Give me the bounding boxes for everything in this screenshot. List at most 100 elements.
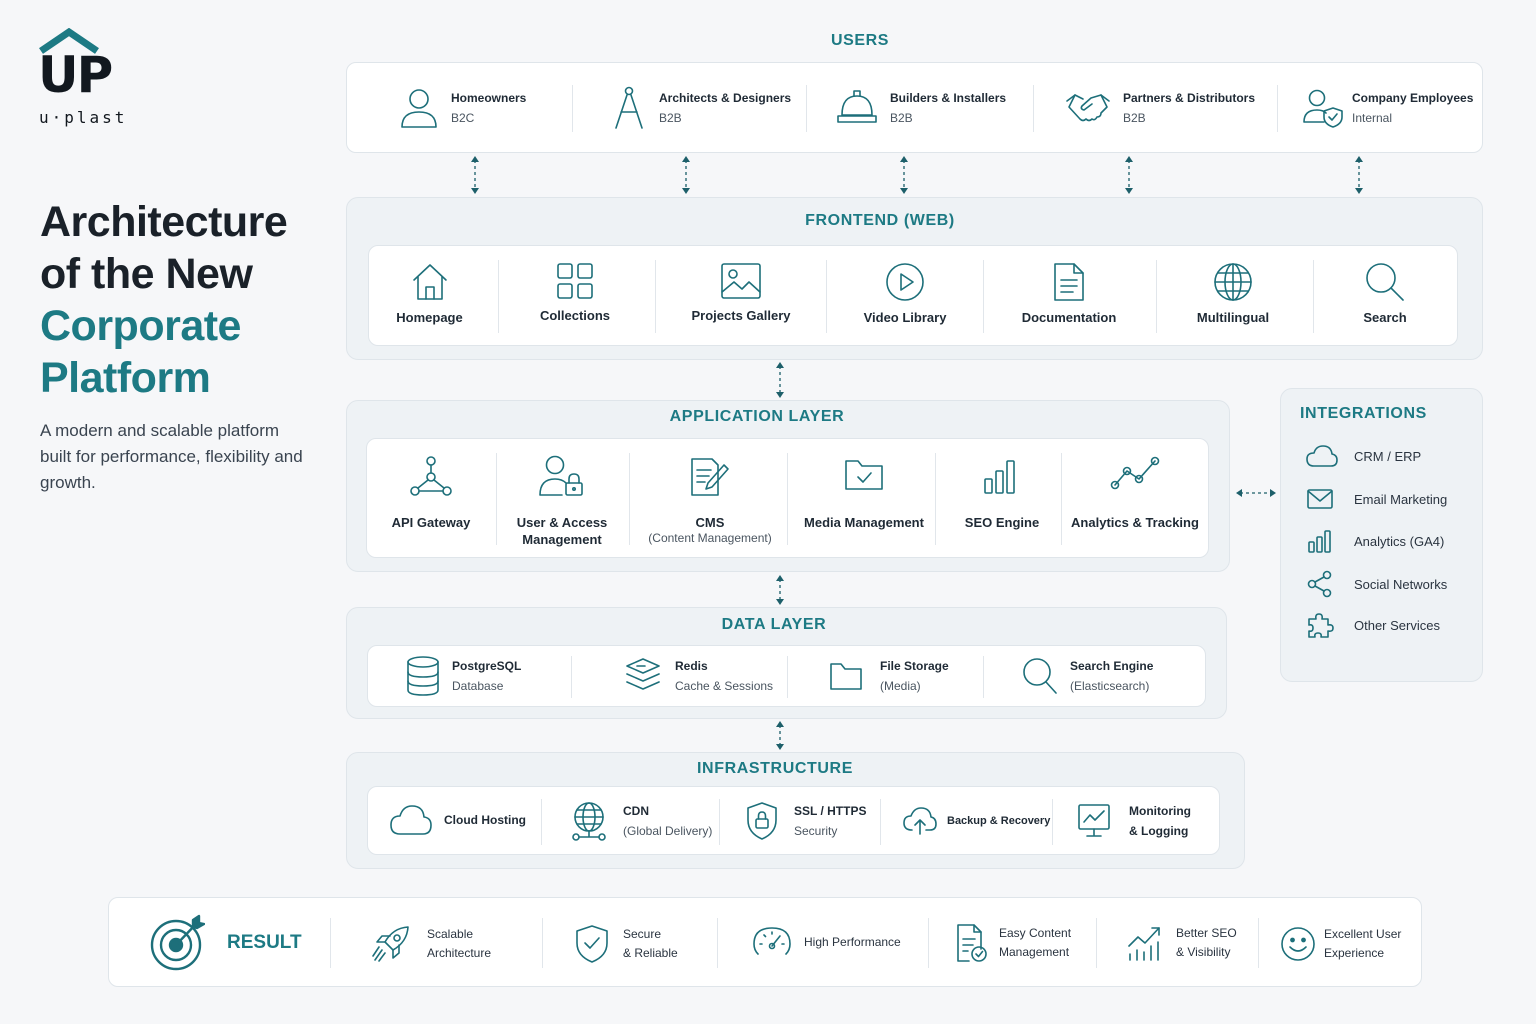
data-layer-heading: DATA LAYER (721, 616, 827, 633)
result-secure: Secure& Reliable (575, 924, 678, 964)
integration-other-services[interactable]: Other Services (1306, 611, 1440, 639)
user-type: B2C (451, 111, 475, 125)
folder-check-icon (845, 460, 883, 490)
divider (806, 85, 807, 132)
app-api-gateway[interactable]: API Gateway (375, 455, 487, 531)
data-name: File Storage (880, 659, 949, 673)
search-icon (1023, 658, 1057, 694)
integration-analytics[interactable]: Analytics (GA4) (1306, 528, 1444, 554)
frontend-multilingual[interactable]: Multilingual (1177, 262, 1289, 326)
frontend-search[interactable]: Search (1335, 262, 1435, 326)
integration-social-networks[interactable]: Social Networks (1306, 570, 1447, 598)
layers-icon (626, 658, 660, 690)
cloud-icon (1306, 445, 1338, 467)
app-cms[interactable]: CMS (Content Management) (635, 455, 785, 546)
app-seo-engine[interactable]: SEO Engine (947, 455, 1057, 531)
result-label: Architecture (427, 946, 492, 960)
bar-chart-icon (1308, 530, 1331, 553)
result-label: High Performance (804, 934, 901, 949)
frontend-label: Documentation (1021, 310, 1117, 325)
frontend-projects-gallery[interactable]: Projects Gallery (675, 262, 807, 324)
integration-label: Analytics (GA4) (1354, 533, 1445, 549)
integration-email-marketing[interactable]: Email Marketing (1306, 488, 1447, 510)
user-name: Partners & Distributors (1123, 91, 1256, 105)
brand-logo: UP u·plast (38, 28, 128, 128)
frontend-panel: Homepage Collections Projects Gallery Vi… (368, 245, 1458, 346)
globe-network-icon (572, 802, 606, 841)
application-panel: API Gateway User & Access Management CMS… (366, 438, 1209, 558)
compass-icon (615, 86, 643, 129)
title-line-4: Platform (40, 354, 211, 402)
app-media-management[interactable]: Media Management (797, 455, 931, 531)
document-check-icon (957, 924, 987, 962)
result-better-seo: Better SEO& Visibility (1126, 924, 1237, 962)
infra-name: Cloud Hosting (444, 813, 526, 827)
app-analytics-tracking[interactable]: Analytics & Tracking (1067, 455, 1203, 531)
divider (655, 260, 656, 333)
app-label: Media Management (804, 515, 924, 530)
result-high-performance: High Performance (752, 924, 901, 960)
cloud-upload-icon (903, 807, 937, 835)
data-name: PostgreSQL (452, 659, 522, 673)
integrations-heading: INTEGRATIONS (1300, 405, 1427, 422)
divider (1313, 260, 1314, 333)
cloud-icon (390, 805, 432, 835)
user-type: Internal (1352, 111, 1393, 125)
user-name: Builders & Installers (890, 91, 1007, 105)
integration-label: Email Marketing (1354, 491, 1448, 507)
infra-cdn: CDN (Global Delivery) (571, 801, 712, 841)
app-label: Analytics & Tracking (1071, 515, 1199, 530)
frontend-video-library[interactable]: Video Library (844, 262, 966, 326)
integration-crm-erp[interactable]: CRM / ERP (1306, 444, 1421, 468)
result-label: & Visibility (1176, 945, 1231, 959)
data-name: Redis (675, 659, 708, 673)
frontend-label: Collections (539, 308, 611, 323)
infrastructure-heading: INFRASTRUCTURE (697, 760, 853, 777)
app-user-access[interactable]: User & Access Management (507, 455, 617, 548)
integration-label: Other Services (1354, 617, 1440, 633)
divider (787, 656, 788, 698)
brand-wordmark: u·plast (39, 108, 128, 127)
frontend-label: Video Library (863, 310, 947, 325)
divider (935, 453, 936, 545)
result-label: Scalable (427, 927, 474, 941)
divider (541, 799, 542, 845)
infra-name: CDN (623, 804, 649, 818)
result-label: Secure (623, 927, 662, 941)
speedometer-icon (753, 927, 791, 955)
user-shield-icon (1303, 89, 1343, 128)
infrastructure-panel: Cloud Hosting CDN (Global Delivery) SSL /… (367, 786, 1220, 855)
puzzle-icon (1308, 613, 1334, 638)
result-label: Excellent User (1324, 927, 1402, 941)
divider (1156, 260, 1157, 333)
rocket-icon (372, 926, 409, 962)
divider (1277, 85, 1278, 132)
divider (571, 656, 572, 698)
divider (983, 656, 984, 698)
app-label: API Gateway (391, 515, 471, 530)
brand-mark: UP (38, 46, 113, 104)
user-type: B2B (659, 111, 682, 125)
frontend-collections[interactable]: Collections (517, 262, 633, 324)
title-line-3: Corporate (40, 302, 241, 350)
database-icon (407, 656, 439, 696)
infra-cloud-hosting: Cloud Hosting (390, 804, 526, 836)
shield-lock-icon (747, 802, 777, 840)
infra-desc: (Global Delivery) (623, 824, 713, 838)
divider (880, 799, 881, 845)
infra-name: Backup & Recovery (947, 815, 1051, 827)
frontend-homepage[interactable]: Homepage (377, 262, 482, 326)
infra-name: SSL / HTTPS (794, 804, 867, 818)
frontend-documentation[interactable]: Documentation (1003, 262, 1135, 326)
title-line-2: of the New (40, 250, 253, 298)
line-chart-icon (1110, 456, 1160, 490)
result-label: Management (999, 945, 1070, 959)
